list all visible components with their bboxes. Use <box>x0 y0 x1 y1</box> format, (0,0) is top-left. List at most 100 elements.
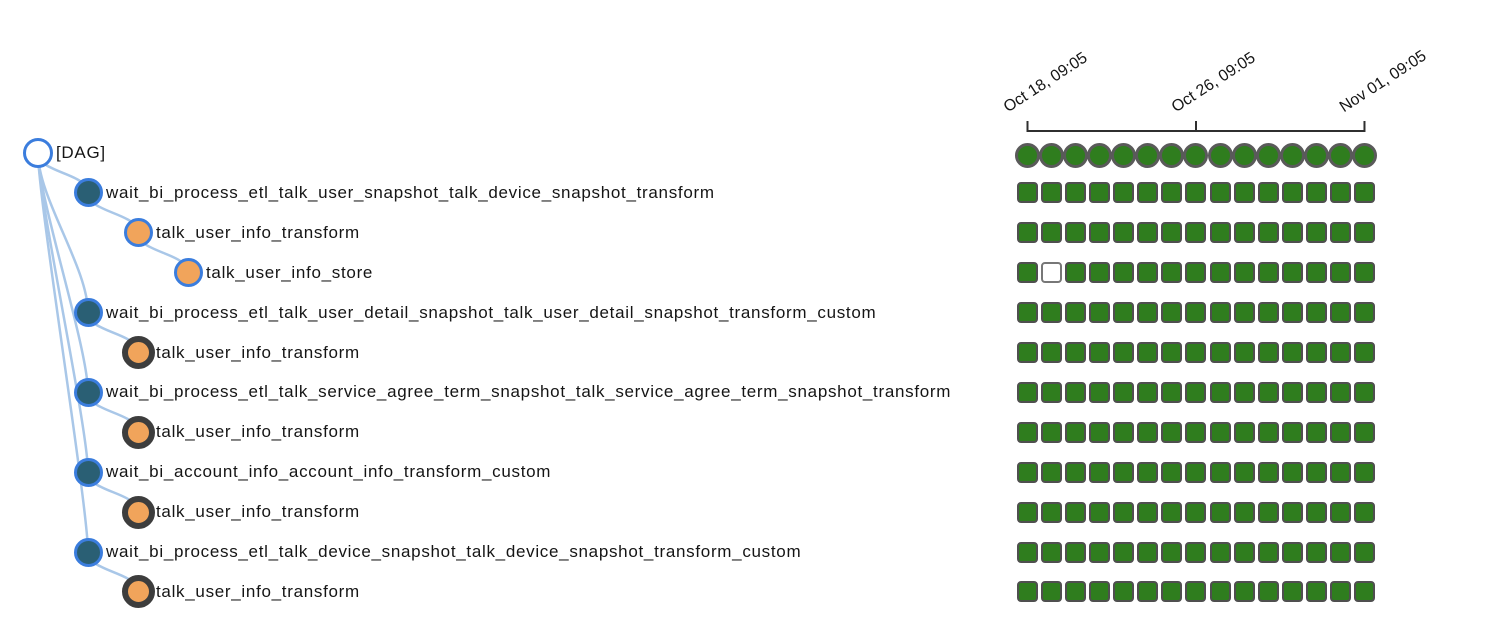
task-instance-square[interactable] <box>1113 461 1135 483</box>
task-instance-square[interactable] <box>1185 461 1207 483</box>
task-instance-square[interactable] <box>1209 541 1231 563</box>
task-instance-square[interactable] <box>1209 262 1231 284</box>
task-instance-square[interactable] <box>1281 421 1303 443</box>
task-instance-square[interactable] <box>1113 421 1135 443</box>
task-instance-square[interactable] <box>1041 541 1063 563</box>
sensor-task-node[interactable] <box>73 377 103 407</box>
task-instance-square[interactable] <box>1305 381 1327 403</box>
task-instance-square[interactable] <box>1089 461 1111 483</box>
task-instance-square[interactable] <box>1209 342 1231 363</box>
dag-run-circle[interactable] <box>1087 142 1113 168</box>
task-instance-square[interactable] <box>1329 342 1351 363</box>
task-instance-square[interactable] <box>1281 461 1303 483</box>
task-instance-square[interactable] <box>1113 581 1135 603</box>
task-instance-square[interactable] <box>1161 342 1183 363</box>
task-instance-square[interactable] <box>1161 302 1183 324</box>
task-instance-square[interactable] <box>1209 182 1231 204</box>
dag-run-circle[interactable] <box>1111 142 1137 168</box>
task-instance-square[interactable] <box>1353 421 1375 443</box>
task-instance-square[interactable] <box>1353 461 1375 483</box>
task-instance-square[interactable] <box>1161 421 1183 443</box>
task-instance-square[interactable] <box>1137 421 1159 443</box>
task-instance-square[interactable] <box>1281 182 1303 204</box>
task-instance-square[interactable] <box>1089 302 1111 324</box>
task-instance-square[interactable] <box>1065 222 1087 244</box>
dag-run-circle[interactable] <box>1327 142 1353 168</box>
task-instance-square[interactable] <box>1017 461 1038 483</box>
task-instance-square[interactable] <box>1185 541 1207 563</box>
task-instance-square[interactable] <box>1209 302 1231 324</box>
task-node[interactable] <box>121 495 155 529</box>
task-instance-square[interactable] <box>1065 501 1087 523</box>
task-instance-square[interactable] <box>1137 302 1159 324</box>
task-instance-square[interactable] <box>1257 182 1279 204</box>
task-instance-square[interactable] <box>1041 262 1063 284</box>
task-instance-square[interactable] <box>1065 581 1087 603</box>
task-instance-square[interactable] <box>1089 262 1111 284</box>
task-instance-square[interactable] <box>1329 222 1351 244</box>
task-instance-square[interactable] <box>1257 581 1279 603</box>
task-instance-square[interactable] <box>1329 302 1351 324</box>
task-instance-square[interactable] <box>1353 381 1375 403</box>
task-instance-square[interactable] <box>1281 581 1303 603</box>
task-node[interactable] <box>173 258 203 288</box>
task-instance-square[interactable] <box>1065 262 1087 284</box>
task-instance-square[interactable] <box>1161 222 1183 244</box>
task-instance-square[interactable] <box>1065 461 1087 483</box>
task-instance-square[interactable] <box>1113 262 1135 284</box>
task-instance-square[interactable] <box>1257 421 1279 443</box>
task-instance-square[interactable] <box>1041 381 1063 403</box>
task-instance-square[interactable] <box>1185 222 1207 244</box>
task-instance-square[interactable] <box>1305 581 1327 603</box>
dag-run-circle[interactable] <box>1279 142 1305 168</box>
task-instance-square[interactable] <box>1257 541 1279 563</box>
task-instance-square[interactable] <box>1281 342 1303 363</box>
task-instance-square[interactable] <box>1281 302 1303 324</box>
dag-run-circle[interactable] <box>1351 142 1377 168</box>
task-instance-square[interactable] <box>1137 262 1159 284</box>
task-instance-square[interactable] <box>1041 182 1063 204</box>
task-instance-square[interactable] <box>1089 182 1111 204</box>
task-instance-square[interactable] <box>1329 182 1351 204</box>
task-instance-square[interactable] <box>1137 342 1159 363</box>
task-instance-square[interactable] <box>1089 501 1111 523</box>
dag-root-node[interactable] <box>23 138 53 168</box>
task-instance-square[interactable] <box>1113 342 1135 363</box>
task-node[interactable] <box>121 336 155 369</box>
task-instance-square[interactable] <box>1089 581 1111 603</box>
task-instance-square[interactable] <box>1305 421 1327 443</box>
task-node[interactable] <box>121 575 155 609</box>
task-instance-square[interactable] <box>1329 421 1351 443</box>
task-instance-square[interactable] <box>1305 182 1327 204</box>
dag-run-circle[interactable] <box>1303 142 1329 168</box>
task-instance-square[interactable] <box>1017 501 1038 523</box>
task-instance-square[interactable] <box>1305 222 1327 244</box>
task-instance-square[interactable] <box>1233 182 1255 204</box>
task-instance-square[interactable] <box>1137 541 1159 563</box>
task-instance-square[interactable] <box>1353 182 1375 204</box>
task-instance-square[interactable] <box>1041 222 1063 244</box>
task-instance-square[interactable] <box>1161 381 1183 403</box>
task-instance-square[interactable] <box>1161 182 1183 204</box>
task-instance-square[interactable] <box>1113 182 1135 204</box>
task-node[interactable] <box>121 415 155 449</box>
task-instance-square[interactable] <box>1233 342 1255 363</box>
task-instance-square[interactable] <box>1329 461 1351 483</box>
task-instance-square[interactable] <box>1017 182 1038 204</box>
task-instance-square[interactable] <box>1185 421 1207 443</box>
task-instance-square[interactable] <box>1041 421 1063 443</box>
dag-run-circle[interactable] <box>1039 142 1065 168</box>
dag-run-circle[interactable] <box>1231 142 1257 168</box>
task-instance-square[interactable] <box>1185 581 1207 603</box>
task-instance-square[interactable] <box>1017 262 1038 284</box>
task-instance-square[interactable] <box>1353 581 1375 603</box>
task-instance-square[interactable] <box>1305 302 1327 324</box>
task-instance-square[interactable] <box>1353 541 1375 563</box>
dag-run-circle[interactable] <box>1255 142 1281 168</box>
task-instance-square[interactable] <box>1209 461 1231 483</box>
task-instance-square[interactable] <box>1161 461 1183 483</box>
task-instance-square[interactable] <box>1209 581 1231 603</box>
task-instance-square[interactable] <box>1329 262 1351 284</box>
task-instance-square[interactable] <box>1305 541 1327 563</box>
task-instance-square[interactable] <box>1089 342 1111 363</box>
